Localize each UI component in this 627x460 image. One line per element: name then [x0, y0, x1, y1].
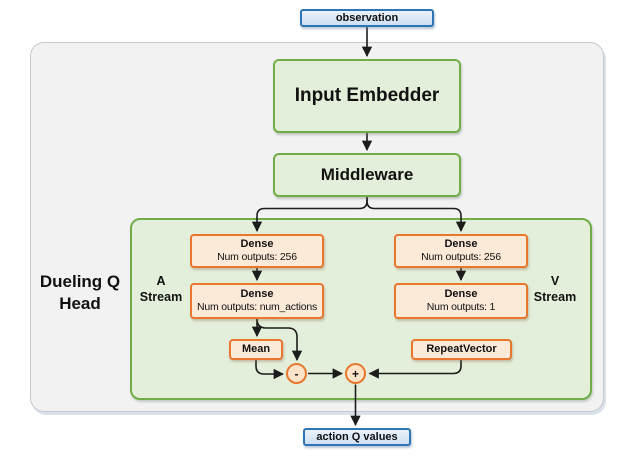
v-dense1-subtitle: Num outputs: 256: [421, 251, 501, 264]
v-dense1-title: Dense: [444, 238, 478, 251]
dueling-q-head-label: Dueling Q Head: [39, 272, 121, 314]
add-op-circle: +: [345, 363, 366, 384]
repeatvector-node: RepeatVector: [411, 339, 512, 360]
a-dense1-node: Dense Num outputs: 256: [190, 234, 324, 268]
a-dense1-title: Dense: [240, 238, 274, 251]
mean-label: Mean: [241, 343, 271, 356]
v-dense2-title: Dense: [444, 288, 478, 301]
a-dense2-subtitle: Num outputs: num_actions: [196, 301, 318, 314]
input-embedder-block: Input Embedder: [273, 59, 461, 133]
action-q-values-node: action Q values: [303, 428, 411, 446]
v-dense2-subtitle: Num outputs: 1: [426, 301, 496, 314]
subtract-op-circle: -: [286, 363, 307, 384]
middleware-block: Middleware: [273, 153, 461, 197]
a-dense2-title: Dense: [240, 288, 274, 301]
v-dense2-node: Dense Num outputs: 1: [394, 283, 528, 319]
a-stream-label: A Stream: [139, 274, 183, 305]
a-dense1-subtitle: Num outputs: 256: [217, 251, 297, 264]
repeatvector-label: RepeatVector: [426, 343, 497, 356]
v-stream-label: V Stream: [533, 274, 577, 305]
v-dense1-node: Dense Num outputs: 256: [394, 234, 528, 268]
mean-node: Mean: [229, 339, 283, 360]
observation-node: observation: [300, 9, 434, 27]
a-dense2-node: Dense Num outputs: num_actions: [190, 283, 324, 319]
